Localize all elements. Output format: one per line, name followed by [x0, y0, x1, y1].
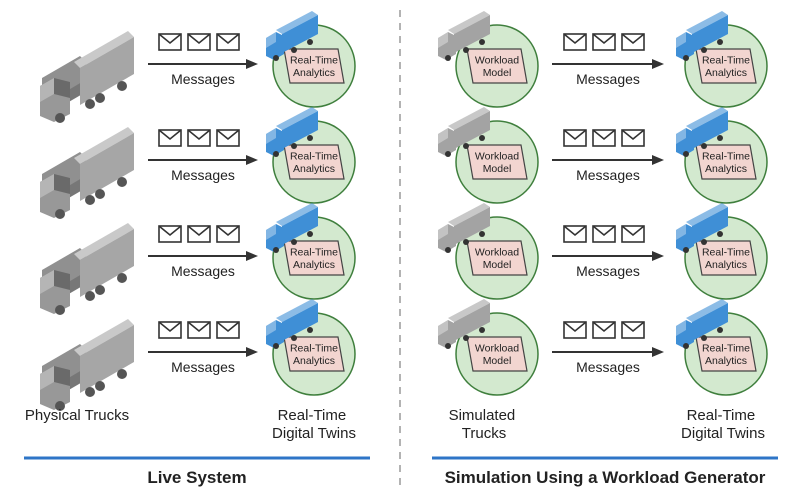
- live-twin-box: [283, 144, 345, 180]
- workload-model-box: [466, 336, 528, 372]
- gray-truck-icon: [40, 31, 134, 123]
- live-twin-box: [283, 240, 345, 276]
- envelope-icon: [592, 321, 616, 339]
- sim-twins-caption: Real-Time Digital Twins: [681, 407, 765, 442]
- sim-messages: Messages: [552, 33, 664, 87]
- sim-messages: Messages: [552, 321, 664, 375]
- sim-title: Simulation Using a Workload Generator: [445, 468, 766, 487]
- envelope-icon: [592, 225, 616, 243]
- envelope-icon: [563, 129, 587, 147]
- messages-label: Messages: [171, 71, 235, 87]
- sim-twin-box: [695, 48, 757, 84]
- arrow-icon: [652, 59, 664, 69]
- sim-source-caption: Simulated Trucks: [449, 407, 520, 442]
- arrow-icon: [246, 155, 258, 165]
- live-source-caption: Physical Trucks: [25, 407, 129, 424]
- envelope-icon: [563, 321, 587, 339]
- arrow-icon: [246, 347, 258, 357]
- envelope-icon: [187, 33, 211, 51]
- envelope-icon: [158, 321, 182, 339]
- live-messages: Messages: [148, 33, 258, 87]
- arrow-icon: [652, 251, 664, 261]
- sim-messages: Messages: [552, 225, 664, 279]
- envelope-icon: [621, 129, 645, 147]
- envelope-icon: [158, 33, 182, 51]
- envelope-icon: [563, 33, 587, 51]
- messages-label: Messages: [576, 359, 640, 375]
- envelope-icon: [187, 321, 211, 339]
- envelope-icon: [216, 129, 240, 147]
- live-twin-box: [283, 48, 345, 84]
- gray-truck-icon: [40, 223, 134, 315]
- workload-model-box: [466, 240, 528, 276]
- envelope-icon: [216, 225, 240, 243]
- envelope-icon: [592, 33, 616, 51]
- gray-truck-icon: [40, 319, 134, 411]
- envelope-icon: [592, 129, 616, 147]
- workload-model-box: [466, 48, 528, 84]
- envelope-icon: [621, 321, 645, 339]
- live-messages: Messages: [148, 129, 258, 183]
- workload-model-box: [466, 144, 528, 180]
- envelope-icon: [216, 321, 240, 339]
- sim-messages: Messages: [552, 129, 664, 183]
- live-messages: Messages: [148, 321, 258, 375]
- sim-twin-box: [695, 240, 757, 276]
- envelope-icon: [187, 129, 211, 147]
- messages-label: Messages: [171, 167, 235, 183]
- live-twins-caption: Real-Time Digital Twins: [272, 407, 356, 442]
- gray-truck-icon: [40, 127, 134, 219]
- messages-label: Messages: [576, 167, 640, 183]
- envelope-icon: [563, 225, 587, 243]
- envelope-icon: [158, 225, 182, 243]
- messages-label: Messages: [171, 263, 235, 279]
- envelope-icon: [158, 129, 182, 147]
- messages-label: Messages: [171, 359, 235, 375]
- messages-label: Messages: [576, 263, 640, 279]
- messages-label: Messages: [576, 71, 640, 87]
- arrow-icon: [246, 251, 258, 261]
- live-messages: Messages: [148, 225, 258, 279]
- arrow-icon: [652, 347, 664, 357]
- arrow-icon: [246, 59, 258, 69]
- live-twin-box: [283, 336, 345, 372]
- arrow-icon: [652, 155, 664, 165]
- envelope-icon: [621, 33, 645, 51]
- envelope-icon: [621, 225, 645, 243]
- sim-twin-box: [695, 336, 757, 372]
- sim-twin-box: [695, 144, 757, 180]
- envelope-icon: [187, 225, 211, 243]
- live-title: Live System: [147, 468, 246, 487]
- envelope-icon: [216, 33, 240, 51]
